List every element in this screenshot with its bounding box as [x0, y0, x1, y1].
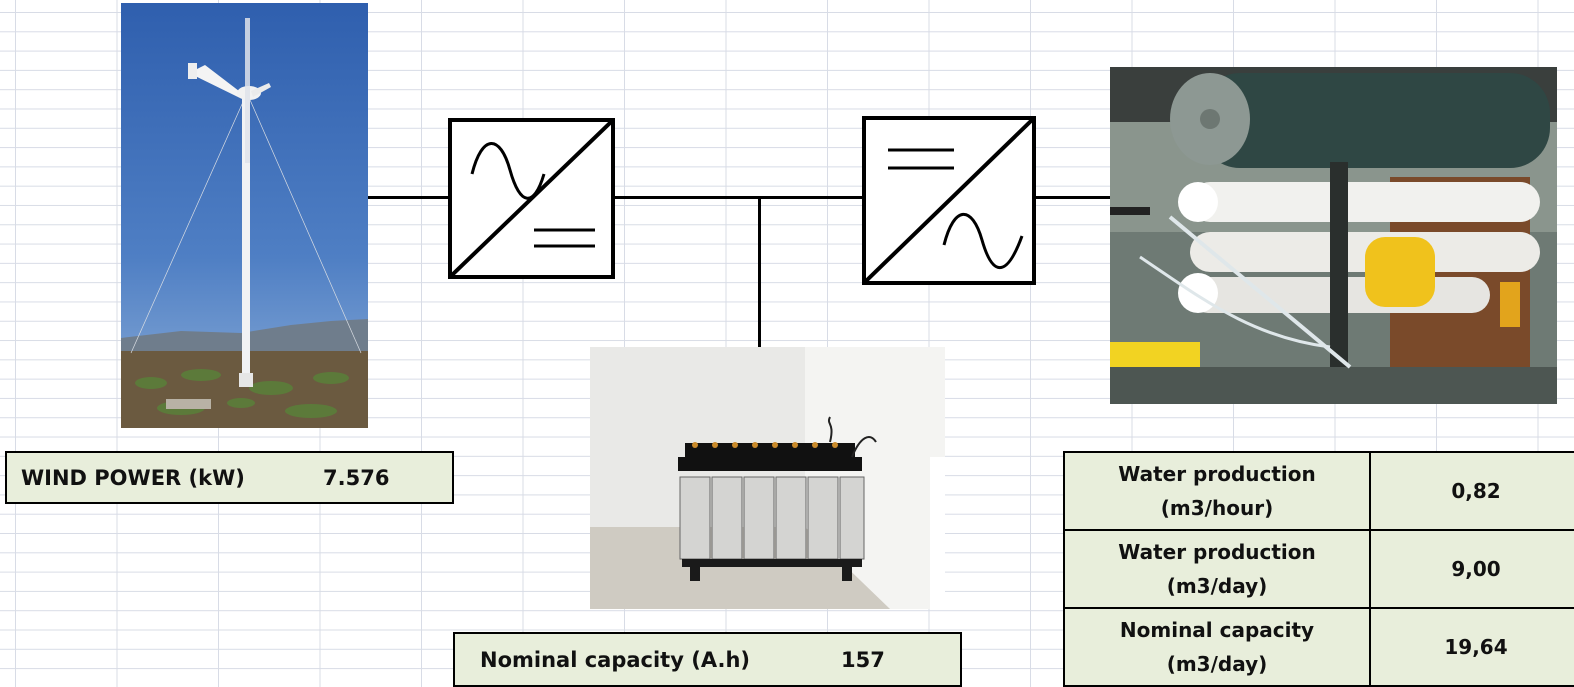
wind-power-label: WIND POWER (kW) — [21, 465, 245, 490]
table-row: Nominal capacity (m3/day) 19,64 — [1063, 607, 1574, 687]
wind-power-value: 7.576 — [323, 465, 390, 490]
table-row: Water production (m3/hour) 0,82 — [1063, 451, 1574, 531]
row-label-line2: (m3/day) — [1166, 652, 1268, 676]
row-label-line1: Water production — [1118, 540, 1316, 564]
ac-dc-converter-icon — [448, 118, 615, 279]
row-label-line1: Water production — [1118, 462, 1316, 486]
battery-capacity-cell: Nominal capacity (A.h) 157 — [453, 632, 962, 687]
water-hourly-label: Water production (m3/hour) — [1063, 451, 1371, 531]
wind-turbine-photo — [121, 3, 368, 428]
row-label-line2: (m3/hour) — [1160, 496, 1274, 520]
wire-inverter-to-desal — [1034, 196, 1110, 199]
water-production-table: Water production (m3/hour) 0,82 Water pr… — [1063, 451, 1574, 687]
dc-ac-converter-icon — [862, 116, 1036, 285]
row-label-line1: Nominal capacity — [1119, 618, 1315, 642]
battery-capacity-value: 157 — [841, 647, 885, 672]
nominal-capacity-label: Nominal capacity (m3/day) — [1063, 607, 1371, 687]
wire-rectifier-to-inverter — [613, 196, 864, 199]
battery-capacity-label: Nominal capacity (A.h) — [480, 647, 750, 672]
table-row: Water production (m3/day) 9,00 — [1063, 529, 1574, 609]
wire-wind-to-rectifier — [368, 196, 450, 199]
water-daily-value: 9,00 — [1369, 529, 1574, 609]
water-hourly-value: 0,82 — [1369, 451, 1574, 531]
nominal-capacity-value: 19,64 — [1369, 607, 1574, 687]
battery-bank-photo — [590, 347, 945, 609]
wind-power-cell: WIND POWER (kW) 7.576 — [5, 451, 454, 504]
row-label-line2: (m3/day) — [1166, 574, 1268, 598]
desalination-plant-photo — [1110, 67, 1557, 404]
water-daily-label: Water production (m3/day) — [1063, 529, 1371, 609]
wire-to-battery — [758, 196, 761, 348]
